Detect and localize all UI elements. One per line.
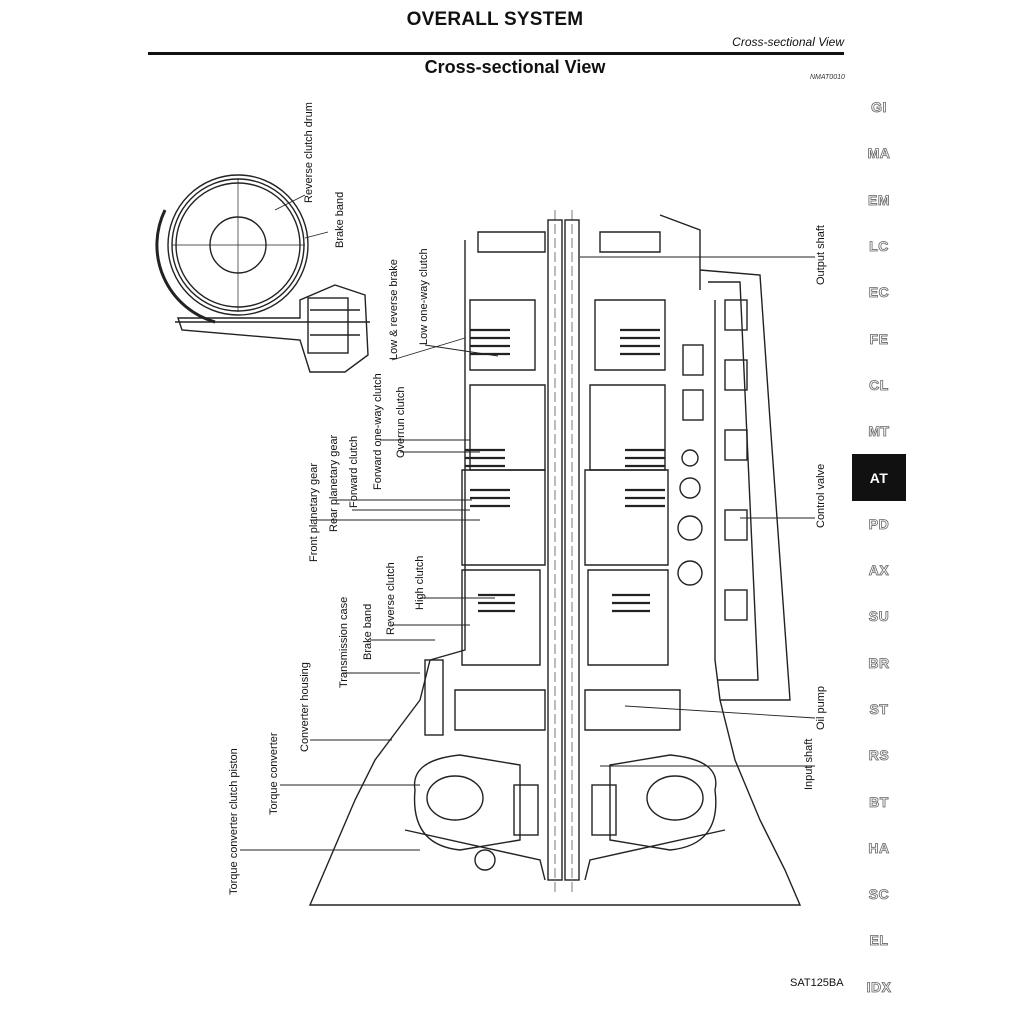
- label-transmission-case: Transmission case: [338, 597, 350, 688]
- header-rule: [148, 52, 844, 55]
- tab-mt[interactable]: MT: [868, 423, 890, 440]
- tab-ec[interactable]: EC: [868, 284, 890, 301]
- label-low-one-way-clutch: Low one-way clutch: [418, 248, 430, 345]
- tab-su[interactable]: SU: [868, 608, 890, 625]
- section-tabs: GI MA EM LC EC FE CL MT AT PD AX SU BR S…: [852, 84, 906, 1010]
- central-shaft: [547, 210, 580, 895]
- label-reverse-clutch-drum: Reverse clutch drum: [303, 102, 315, 203]
- label-input-shaft: Input shaft: [803, 739, 815, 790]
- label-converter-housing: Converter housing: [299, 662, 311, 752]
- transmission-outline: [308, 214, 802, 906]
- tab-el[interactable]: EL: [869, 932, 889, 949]
- label-brake-band: Brake band: [362, 604, 374, 660]
- label-torque-converter: Torque converter: [268, 732, 280, 815]
- label-oil-pump: Oil pump: [815, 686, 827, 730]
- page-title: OVERALL SYSTEM: [406, 9, 584, 30]
- page-subhead: Cross-sectional View: [732, 35, 844, 49]
- clutch-packs: [461, 299, 669, 666]
- label-output-shaft: Output shaft: [815, 225, 827, 285]
- tab-em[interactable]: EM: [868, 191, 890, 208]
- leader-lines: [240, 194, 816, 851]
- label-torque-converter-clutch-piston: Torque converter clutch piston: [228, 748, 240, 895]
- tab-cl[interactable]: CL: [869, 376, 889, 394]
- label-forward-clutch: Forward clutch: [348, 436, 360, 508]
- inset-drum-detail: [155, 174, 370, 373]
- tab-rs[interactable]: RS: [868, 747, 890, 764]
- tab-ma[interactable]: MA: [867, 145, 891, 162]
- torque-converter-section: [404, 659, 726, 881]
- tab-ax[interactable]: AX: [868, 562, 890, 579]
- tab-ha[interactable]: HA: [868, 839, 890, 856]
- tab-at[interactable]: AT: [852, 454, 906, 501]
- label-front-planetary-gear: Front planetary gear: [308, 463, 320, 562]
- tab-idx[interactable]: IDX: [866, 978, 892, 995]
- section-title: Cross-sectional View: [424, 57, 606, 77]
- label-high-clutch: High clutch: [414, 556, 426, 610]
- label-forward-one-way-clutch: Forward one-way clutch: [372, 373, 384, 490]
- tab-fe[interactable]: FE: [869, 330, 889, 347]
- tab-gi[interactable]: GI: [871, 99, 887, 116]
- tab-sc[interactable]: SC: [868, 886, 890, 903]
- tab-bt[interactable]: BT: [869, 793, 889, 810]
- tab-st[interactable]: ST: [869, 701, 889, 718]
- label-rear-planetary-gear: Rear planetary gear: [328, 434, 340, 532]
- figure-code: SAT125BA: [790, 977, 844, 989]
- label-brake-band-top: Brake band: [334, 192, 346, 248]
- label-overrun-clutch: Overrun clutch: [395, 386, 407, 458]
- label-control-valve: Control valve: [815, 464, 827, 528]
- label-reverse-clutch: Reverse clutch: [385, 562, 397, 635]
- tab-br[interactable]: BR: [868, 654, 890, 671]
- reference-code: NMAT0010: [810, 74, 845, 81]
- label-low-reverse-brake: Low & reverse brake: [388, 259, 400, 360]
- tab-pd[interactable]: PD: [868, 515, 890, 532]
- tab-lc[interactable]: LC: [869, 238, 889, 255]
